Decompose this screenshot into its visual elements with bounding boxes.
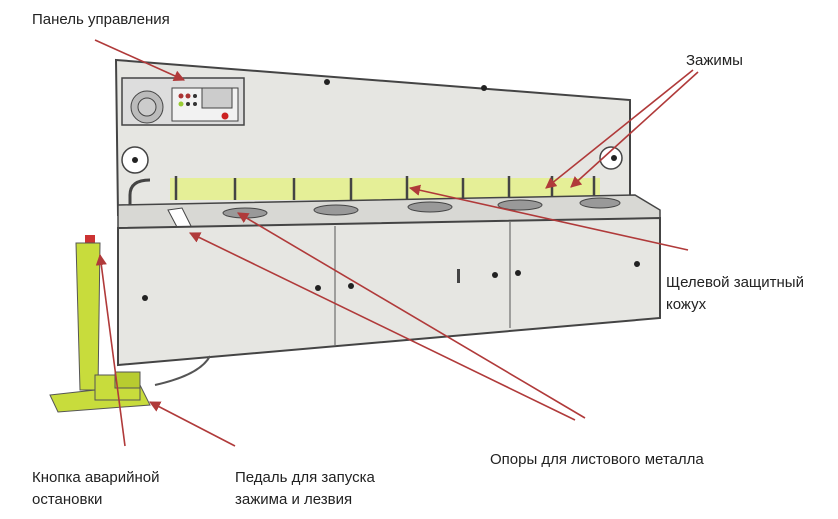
left-wheel <box>121 146 149 174</box>
cabinet <box>117 216 661 367</box>
label-pedal-line2: зажима и лезвия <box>235 491 353 508</box>
right-wheel <box>599 146 623 170</box>
control-panel-box <box>121 77 245 126</box>
slot-guard <box>170 178 600 200</box>
label-slot-guard-line2: кожух <box>666 296 707 313</box>
label-emergency-stop-line2: остановки <box>32 491 103 508</box>
label-clamps: Зажимы <box>686 52 743 69</box>
label-control-panel: Панель управления <box>32 11 170 28</box>
label-pedal: Педаль для запуска зажима и лезвия <box>235 467 375 511</box>
label-slot-guard: Щелевой защитный кожух <box>666 272 804 316</box>
label-pedal-line1: Педаль для запуска <box>235 469 375 486</box>
label-emergency-stop-line1: Кнопка аварийной <box>32 469 160 486</box>
pedal-and-emergency-stop <box>49 235 151 413</box>
label-slot-guard-line1: Щелевой защитный <box>666 274 804 291</box>
annotation-arrows <box>94 39 699 447</box>
label-sheet-supports: Опоры для листового металла <box>490 451 704 468</box>
label-emergency-stop: Кнопка аварийной остановки <box>32 467 159 511</box>
